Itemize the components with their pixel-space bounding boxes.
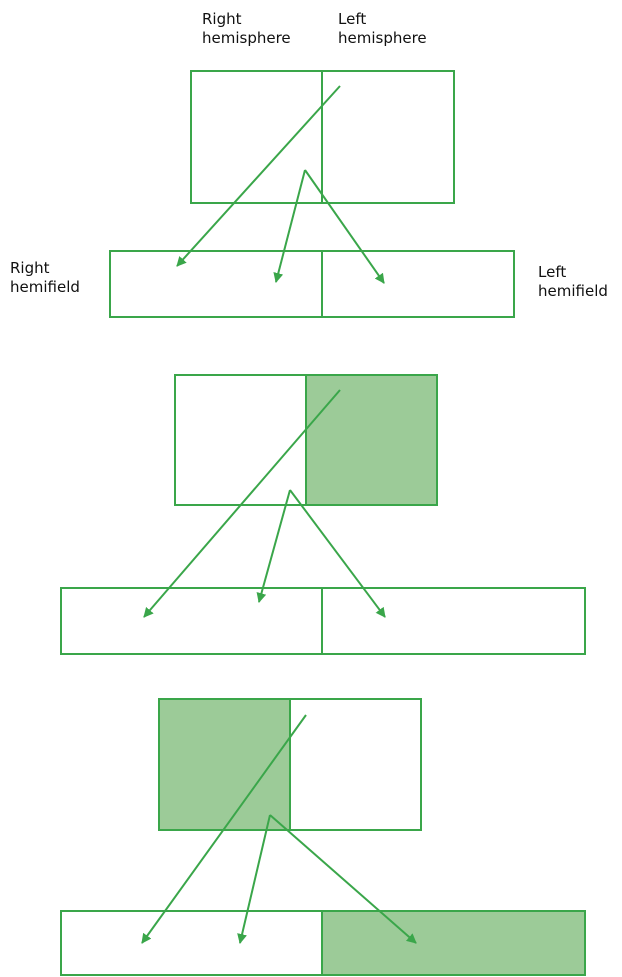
panel-2-right-hemisphere-box bbox=[174, 374, 307, 506]
panel-1-arrow-inner bbox=[273, 169, 306, 283]
panel-3-arrow-outer bbox=[141, 714, 307, 944]
left-hemifield-label: Left hemifield bbox=[538, 263, 608, 301]
panel-1-left-hemisphere-box bbox=[321, 70, 455, 204]
panel-1-arrow-outer bbox=[176, 85, 341, 267]
right-hemifield-label-line2: hemifield bbox=[10, 278, 80, 296]
panel-2 bbox=[60, 374, 586, 655]
panel-2-arrow-inner bbox=[256, 489, 291, 603]
panel-3 bbox=[60, 698, 586, 976]
panel-1-right-hemifield-box bbox=[109, 250, 323, 318]
left-hemisphere-label: Left hemisphere bbox=[338, 10, 427, 48]
panel-2-left-hemisphere-box bbox=[305, 374, 438, 506]
right-hemifield-label-line1: Right bbox=[10, 259, 50, 277]
panel-3-left-hemisphere-box bbox=[289, 698, 422, 831]
panel-3-arrow-inner bbox=[237, 814, 271, 944]
panel-2-left-hemifield-box bbox=[321, 587, 586, 655]
panel-1-left-hemifield-box bbox=[321, 250, 515, 318]
left-hemifield-label-line2: hemifield bbox=[538, 282, 608, 300]
panel-3-right-hemifield-box bbox=[60, 910, 323, 976]
right-hemisphere-label: Right hemisphere bbox=[202, 10, 291, 48]
panel-3-right-hemisphere-box bbox=[158, 698, 291, 831]
right-hemisphere-label-line1: Right bbox=[202, 10, 242, 28]
left-hemifield-label-line1: Left bbox=[538, 263, 567, 281]
panel-3-arrow-crossing bbox=[269, 814, 417, 944]
panel-1-arrow-crossing bbox=[304, 169, 385, 284]
panel-1 bbox=[109, 70, 515, 318]
panel-2-arrow-crossing bbox=[289, 489, 386, 618]
panel-2-arrow-outer bbox=[143, 389, 341, 618]
left-hemisphere-label-line1: Left bbox=[338, 10, 367, 28]
panel-3-left-hemifield-box bbox=[321, 910, 586, 976]
right-hemifield-label: Right hemifield bbox=[10, 259, 80, 297]
left-hemisphere-label-line2: hemisphere bbox=[338, 29, 427, 47]
panel-2-right-hemifield-box bbox=[60, 587, 323, 655]
right-hemisphere-label-line2: hemisphere bbox=[202, 29, 291, 47]
